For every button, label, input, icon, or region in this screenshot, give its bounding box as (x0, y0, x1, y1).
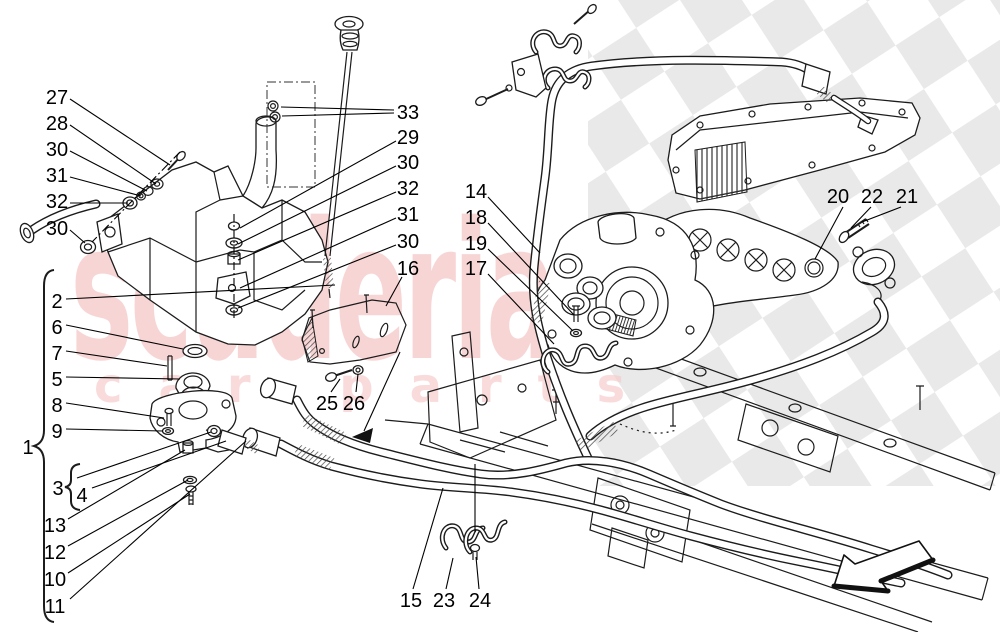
part-label-9-11: 9 (51, 421, 62, 443)
part-label-7-8: 7 (51, 343, 62, 365)
leader-line-5 (65, 376, 181, 380)
leader-line-19 (487, 248, 574, 332)
leader-line-13 (67, 449, 186, 520)
leader-line-31 (69, 176, 142, 197)
part-label-25-30: 25 (316, 393, 338, 415)
leader-line-31 (239, 217, 397, 289)
group-braces (30, 269, 81, 623)
part-label-17-29: 17 (465, 258, 487, 280)
part-label-29-20: 29 (397, 127, 419, 149)
tank-outlet-parts-drawing (149, 343, 261, 505)
leader-line-7 (65, 350, 168, 367)
oil-hoses-drawing (241, 60, 948, 583)
leader-line-30 (69, 229, 86, 244)
leader-line-30 (69, 150, 148, 192)
leader-line-23 (445, 557, 454, 590)
part-label-12-16: 12 (44, 542, 66, 564)
part-label-30-21: 30 (397, 152, 419, 174)
part-label-2-6: 2 (51, 291, 62, 313)
leader-line-29 (239, 140, 397, 229)
leader-line-25 (330, 378, 341, 393)
leader-line-3 (76, 431, 212, 479)
reference-line (91, 151, 181, 243)
leader-line-30 (237, 244, 397, 309)
part-label-13-15: 13 (44, 515, 66, 537)
part-label-32-22: 32 (397, 178, 419, 200)
part-label-28-1: 28 (46, 113, 68, 135)
part-label-22-33: 22 (861, 186, 883, 208)
leader-line-6 (65, 324, 184, 350)
part-label-31-23: 31 (397, 204, 419, 226)
part-label-26-31: 26 (343, 393, 365, 415)
part-label-6-7: 6 (51, 317, 62, 339)
spring-clips-drawing (439, 305, 619, 560)
part-label-21-34: 21 (896, 186, 918, 208)
leader-line-12 (67, 479, 189, 547)
leader-line-9 (65, 428, 164, 432)
leader-line-4 (91, 440, 227, 489)
leader-line-17 (487, 273, 555, 345)
part-label-5-9: 5 (51, 369, 62, 391)
leader-line-10 (67, 493, 191, 574)
outlet-flange-drawing (804, 218, 896, 289)
part-label-20-32: 20 (827, 186, 849, 208)
leader-line-21 (861, 206, 902, 223)
part-label-30-2: 30 (46, 139, 68, 161)
leader-line-28 (69, 124, 157, 185)
leader-line-27 (69, 98, 171, 166)
dipstick-drawing (323, 15, 364, 299)
part-label-27-0: 27 (46, 87, 68, 109)
hose-clamp-bracket-group (475, 3, 597, 106)
part-label-14-26: 14 (465, 181, 487, 203)
engine-assembly-drawing (532, 97, 921, 374)
part-label-3-13: 3 (52, 478, 63, 500)
part-label-23-36: 23 (433, 590, 455, 612)
part-label-4-14: 4 (76, 485, 87, 507)
part-label-10-17: 10 (44, 569, 66, 591)
part-label-15-35: 15 (400, 590, 422, 612)
leader-line-8 (65, 402, 165, 419)
part-label-32-4: 32 (46, 191, 68, 213)
part-label-1-12: 1 (22, 437, 33, 459)
leader-line-18 (487, 222, 575, 316)
leader-line-26 (355, 373, 359, 393)
part-label-24-37: 24 (469, 590, 491, 612)
bracket-plate-drawing (301, 294, 407, 382)
oil-tank-drawing (19, 81, 329, 346)
reference-line (363, 351, 401, 432)
leader-lines (65, 98, 902, 600)
part-label-19-28: 19 (465, 233, 487, 255)
leader-line-15 (412, 487, 444, 590)
leader-line-14 (487, 196, 541, 254)
leader-line-32 (237, 191, 397, 261)
part-label-30-5: 30 (46, 218, 68, 240)
leader-line-30 (237, 165, 397, 245)
part-label-30-24: 30 (397, 231, 419, 253)
leader-line-33 (280, 106, 395, 111)
part-label-16-25: 16 (397, 258, 419, 280)
part-label-31-3: 31 (46, 165, 68, 187)
leader-line-24 (475, 556, 480, 590)
part-label-11-18: 11 (45, 596, 66, 618)
leader-line-11 (69, 440, 247, 600)
leader-line-20 (814, 206, 844, 260)
leader-line-22 (850, 206, 872, 229)
leader-line-33 (281, 112, 395, 117)
part-label-33-19: 33 (397, 102, 419, 124)
part-label-8-10: 8 (51, 395, 62, 417)
direction-arrow-icon (831, 540, 936, 594)
part-label-18-27: 18 (465, 207, 487, 229)
leader-line-16 (385, 276, 403, 307)
